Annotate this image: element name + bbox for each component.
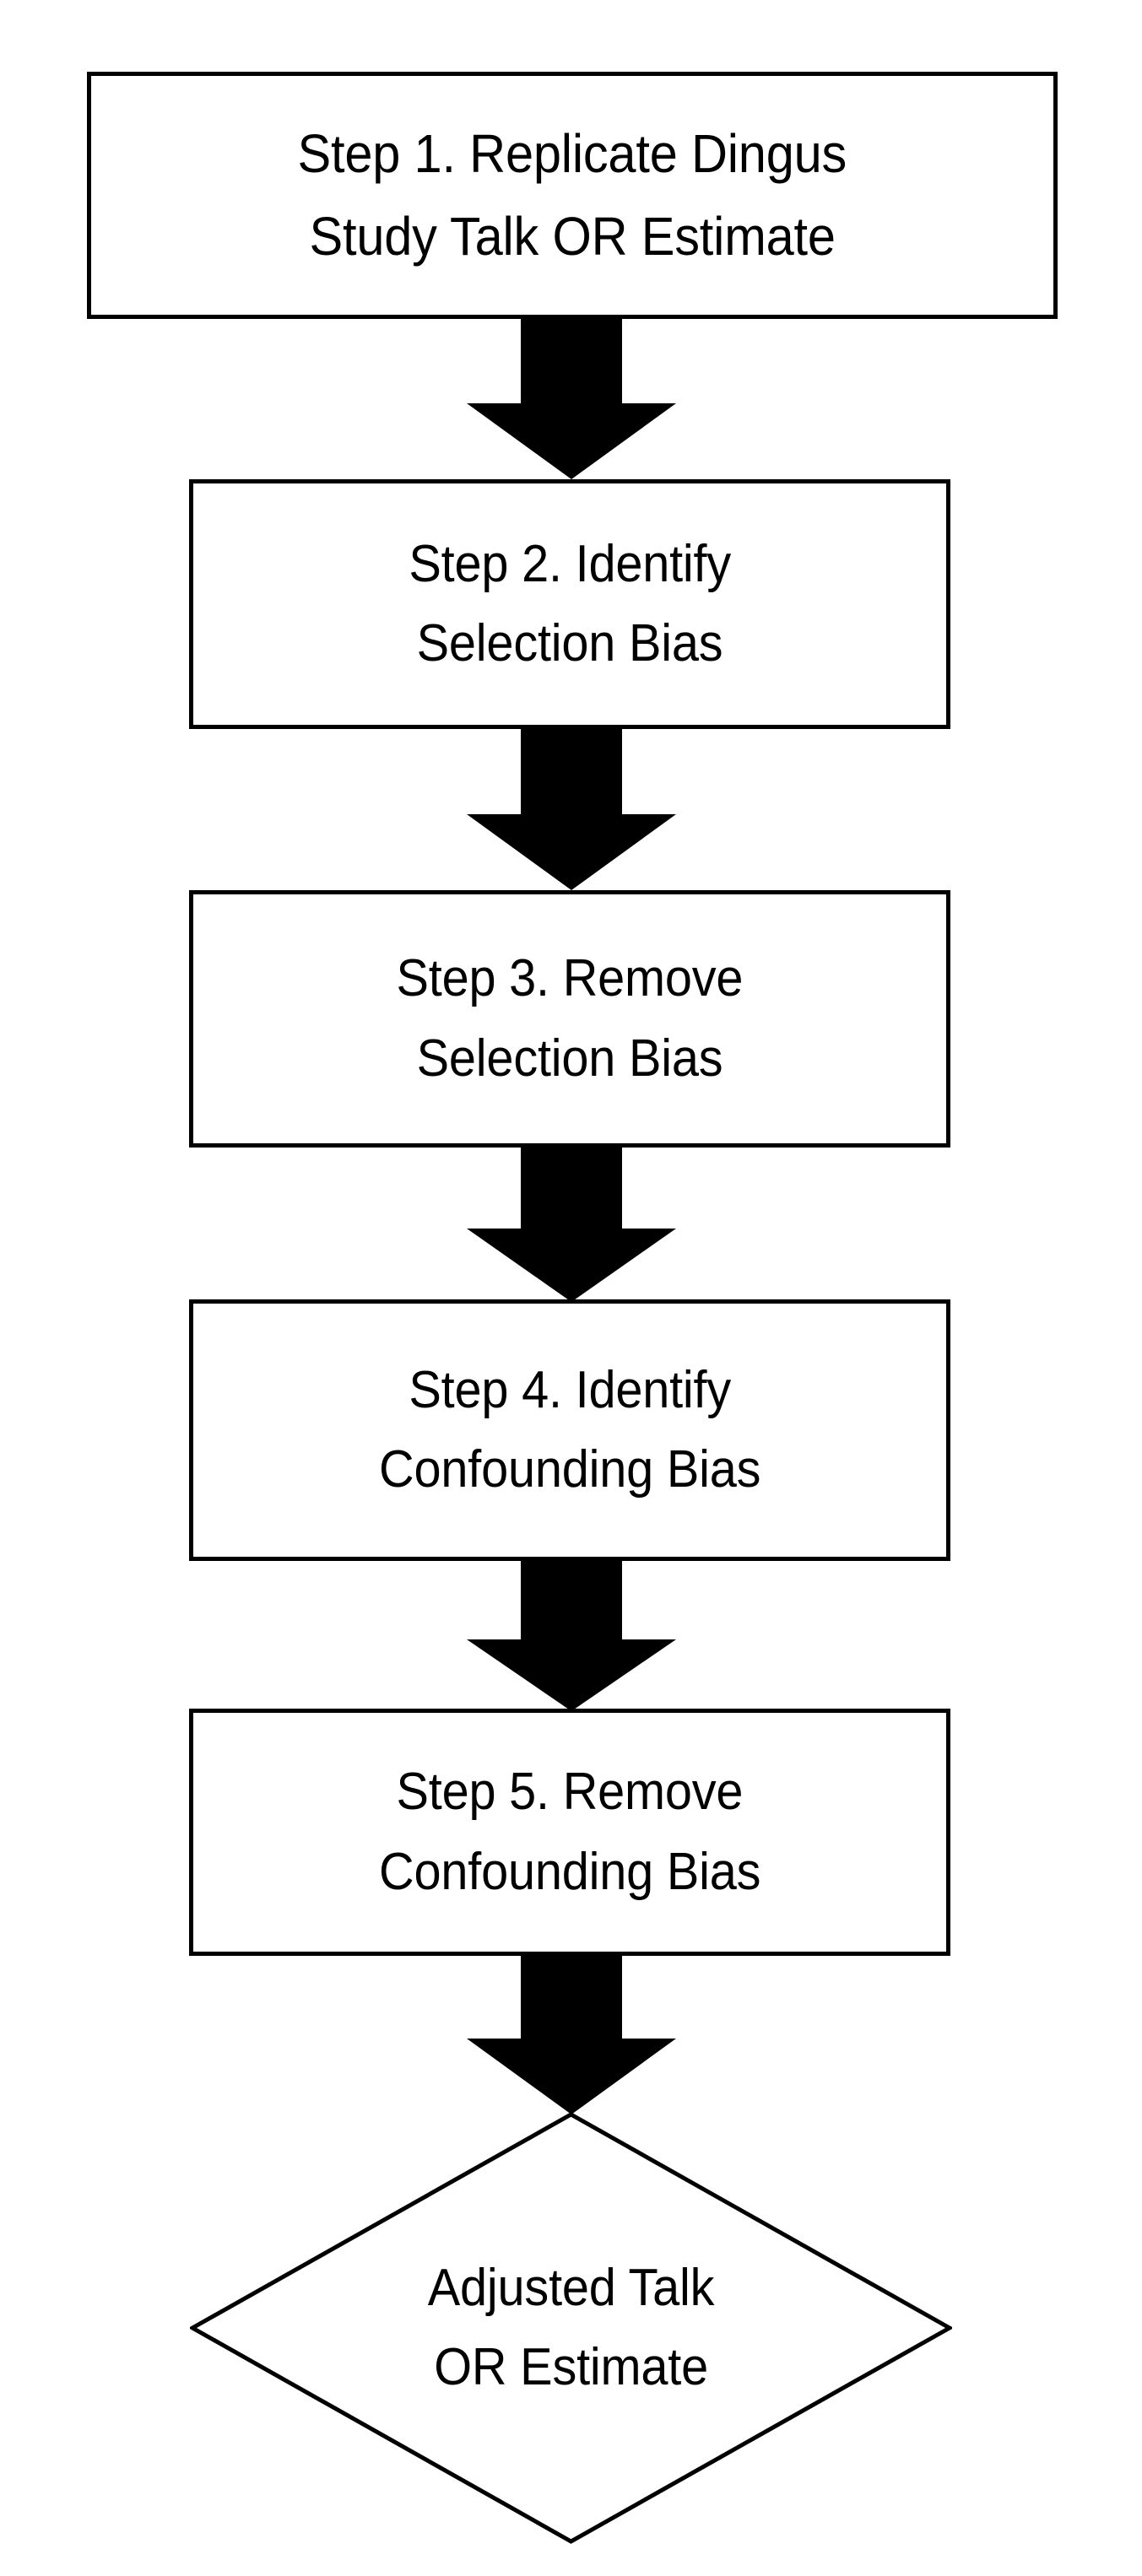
flow-node-step-5[interactable]: Step 5. Remove Confounding Bias: [189, 1709, 950, 1956]
node-step-3-line-2: Selection Bias: [416, 1029, 723, 1088]
flow-node-step-2[interactable]: Step 2. Identify Selection Bias: [189, 479, 950, 729]
node-step-4-line-1: Step 4. Identify: [409, 1360, 731, 1419]
flow-node-result[interactable]: Adjusted Talk OR Estimate: [190, 2112, 952, 2544]
node-step-1-line-2: Study Talk OR Estimate: [309, 205, 836, 267]
connector-arrow-step-3-to-step-4: [467, 1148, 676, 1302]
down-block-arrow-icon: [467, 1956, 676, 2114]
diamond-shape-icon: [190, 2112, 952, 2544]
down-block-arrow-icon: [467, 319, 676, 479]
down-block-arrow-icon: [467, 1148, 676, 1302]
node-step-5-line-2: Confounding Bias: [378, 1842, 761, 1901]
node-step-5-line-1: Step 5. Remove: [396, 1763, 744, 1822]
flow-node-step-1[interactable]: Step 1. Replicate Dingus Study Talk OR E…: [87, 72, 1058, 319]
node-step-1-line-1: Step 1. Replicate Dingus: [297, 123, 847, 185]
down-block-arrow-icon: [467, 729, 676, 890]
node-step-2-line-2: Selection Bias: [416, 614, 723, 672]
flow-node-step-3[interactable]: Step 3. Remove Selection Bias: [189, 890, 950, 1148]
node-step-4-line-2: Confounding Bias: [378, 1440, 761, 1499]
node-step-2-line-1: Step 2. Identify: [409, 534, 731, 593]
down-block-arrow-icon: [467, 1561, 676, 1711]
node-step-3-line-1: Step 3. Remove: [396, 949, 744, 1008]
connector-arrow-step-2-to-step-3: [467, 729, 676, 890]
connector-arrow-step-5-to-result: [467, 1956, 676, 2114]
flow-node-step-4[interactable]: Step 4. Identify Confounding Bias: [189, 1299, 950, 1561]
connector-arrow-step-1-to-step-2: [467, 319, 676, 479]
connector-arrow-step-4-to-step-5: [467, 1561, 676, 1711]
